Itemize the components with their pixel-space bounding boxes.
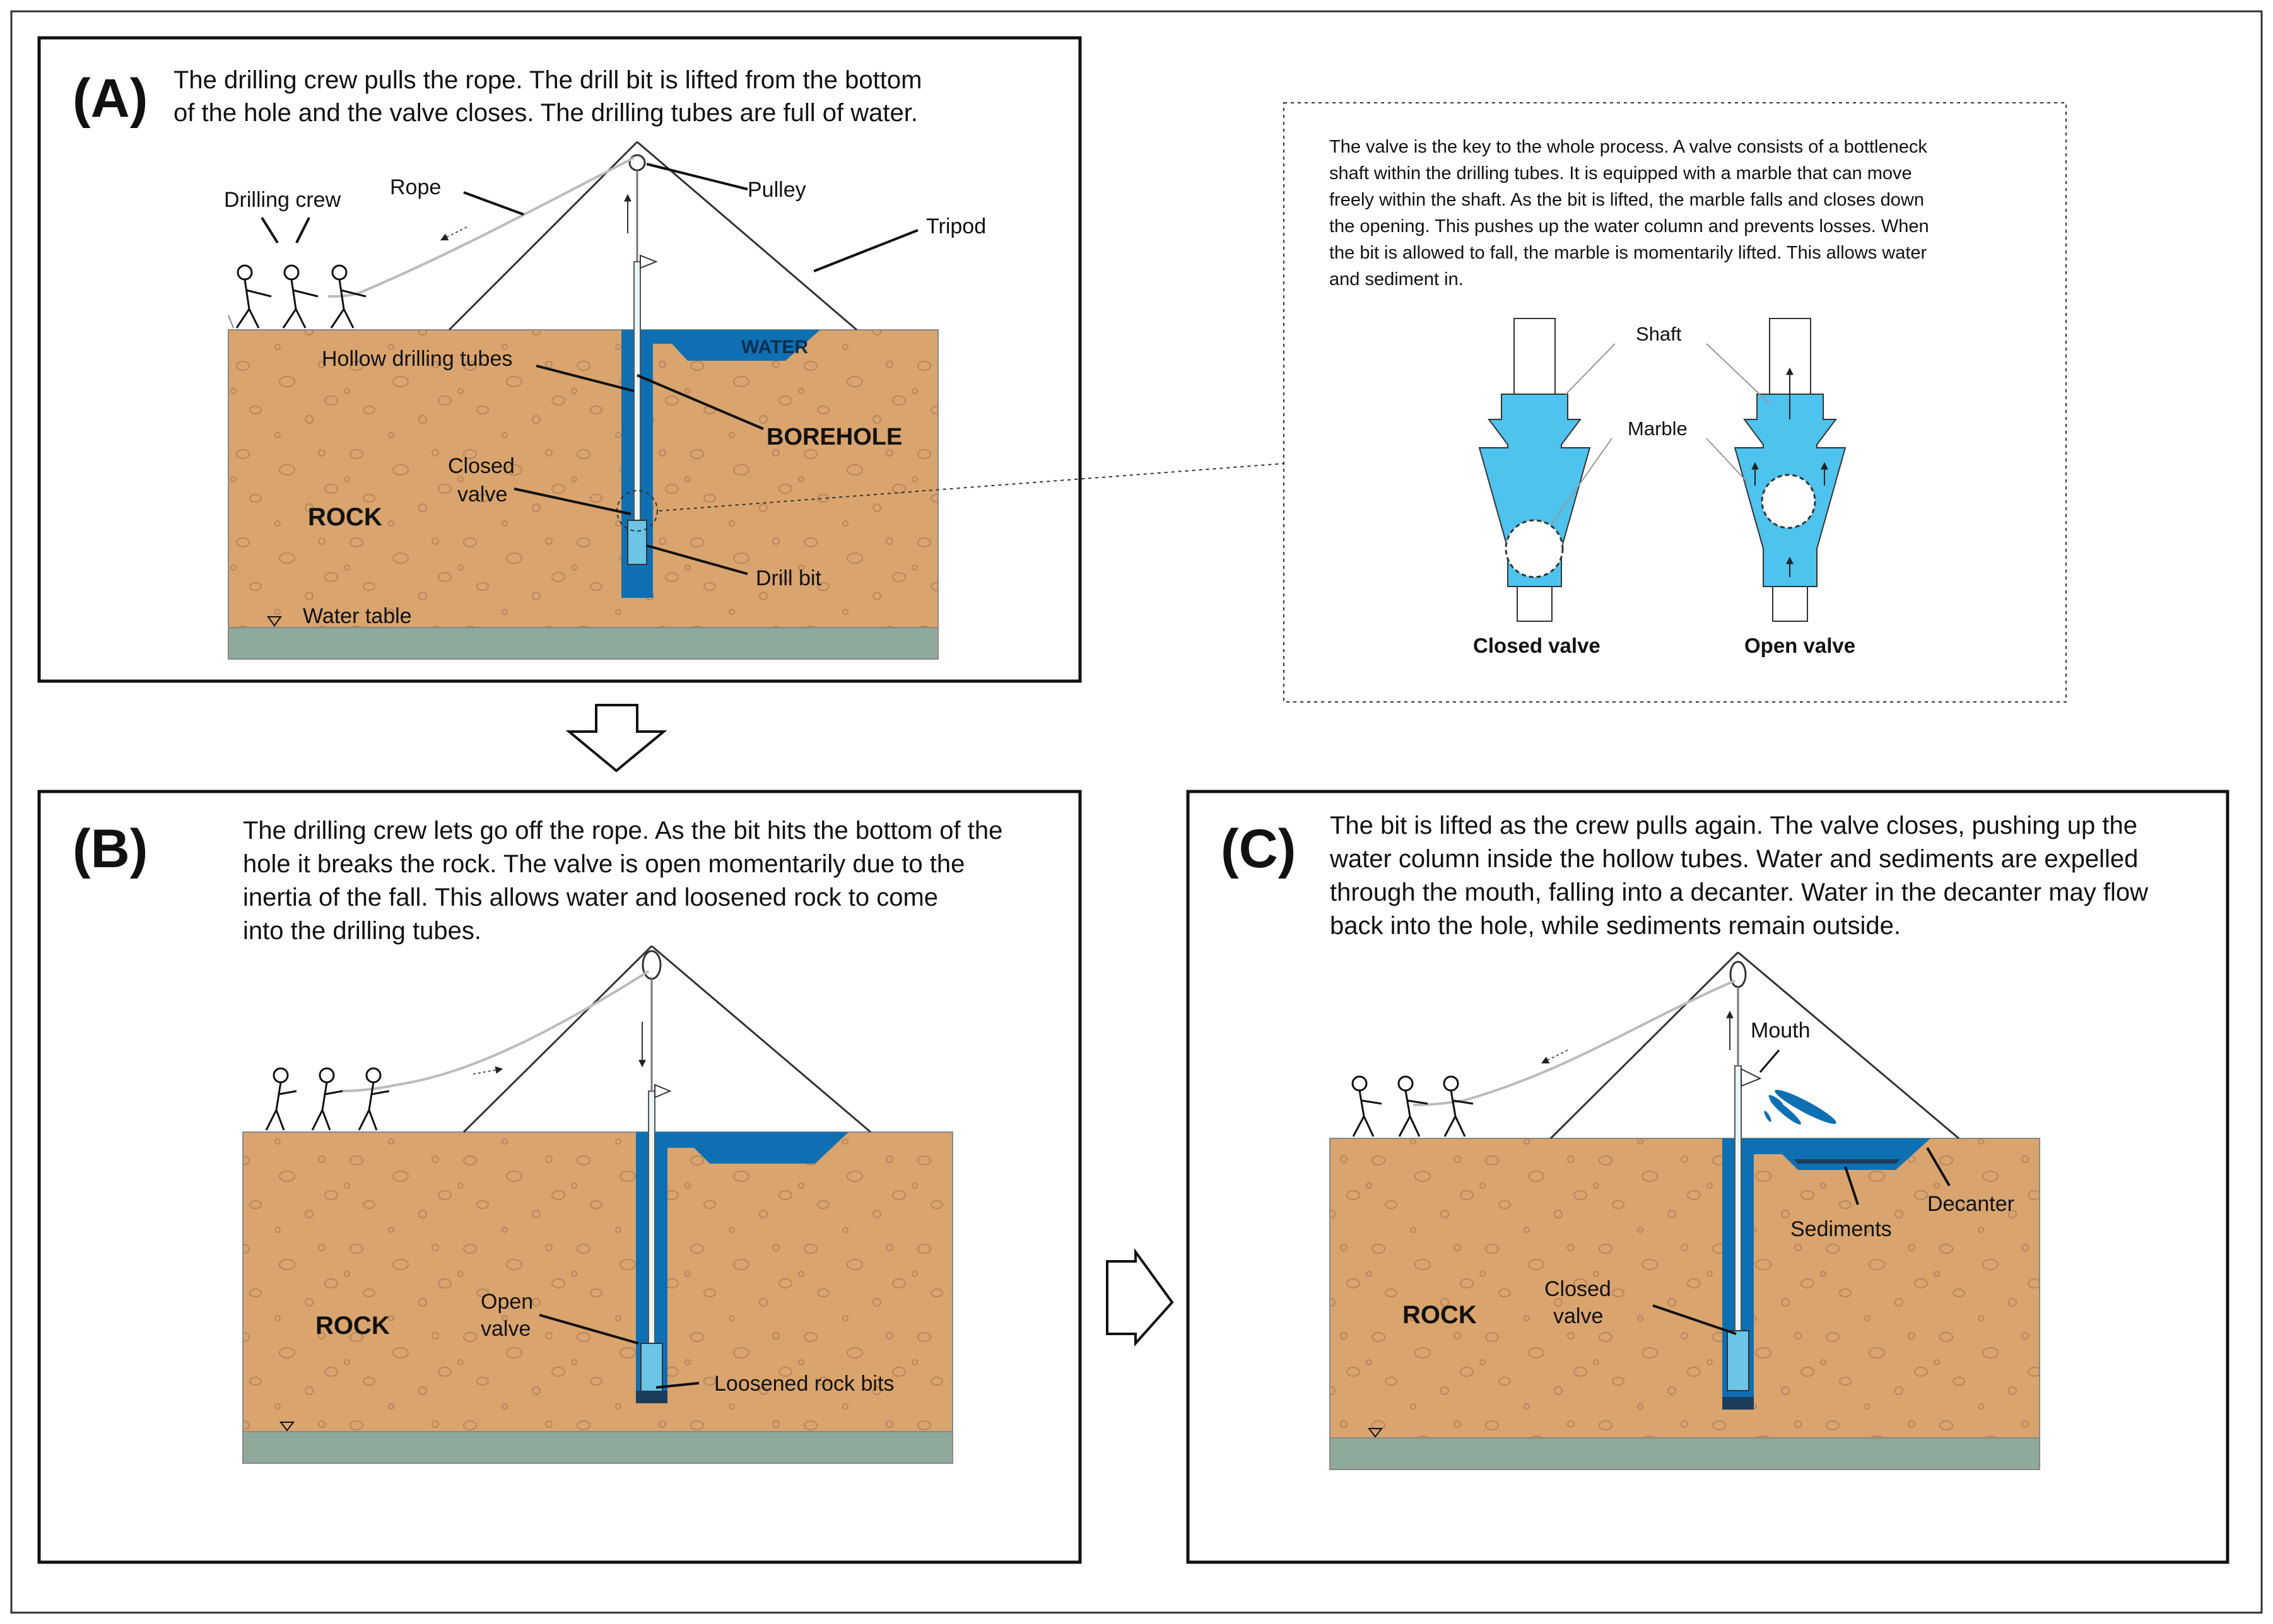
label-open-valve-2: valve: [481, 1317, 531, 1341]
panel-b: (B) The drilling crew lets go off the ro…: [37, 790, 1082, 1564]
valve-text-line-5: the bit is allowed to fall, the marble i…: [1329, 243, 1927, 263]
pulley-c: [1729, 961, 1747, 988]
label-closed-valve-c-2: valve: [1553, 1304, 1603, 1328]
rope-b: [340, 970, 650, 1092]
arrow-b-to-c: [1106, 1247, 1174, 1347]
drilling-tube-a: [633, 261, 641, 552]
pulley-b: [642, 950, 662, 980]
drilling-tube-b: [648, 1090, 655, 1344]
label-drill-bit: Drill bit: [756, 566, 821, 590]
label-shaft: Shaft: [1636, 323, 1682, 345]
label-marble: Marble: [1628, 418, 1688, 440]
label-drilling-crew: Drilling crew: [224, 188, 341, 212]
label-rope: Rope: [390, 175, 441, 199]
panel-b-caption-line1: The drilling crew lets go off the rope. …: [243, 817, 1002, 844]
rock-block-b: [242, 1131, 953, 1432]
valve-text-line-1: The valve is the key to the whole proces…: [1329, 137, 1927, 157]
caption-closed-valve: Closed valve: [1473, 634, 1600, 657]
panel-b-caption-line4: into the drilling tubes.: [243, 917, 481, 945]
panel-a: (A) The drilling crew pulls the rope. Th…: [37, 36, 1082, 683]
valve-text-line-3: freely within the shaft. As the bit is l…: [1329, 190, 1924, 210]
loosened-rock-b: [636, 1391, 667, 1403]
rope-a: [327, 156, 635, 298]
valve-detail-frame: [1283, 102, 2067, 703]
valve-detail: The valve is the key to the whole proces…: [1283, 102, 2067, 703]
label-rock-a: ROCK: [308, 503, 382, 531]
panel-c-frame: [1186, 790, 2229, 1564]
panel-c-caption-line1: The bit is lifted as the crew pulls agai…: [1330, 812, 2137, 839]
panel-b-letter: (B): [73, 819, 148, 879]
rope-c: [1413, 979, 1736, 1106]
drill-bit-b: [640, 1343, 663, 1399]
panel-c: (C) The bit is lifted as the crew pulls …: [1186, 790, 2229, 1564]
panel-c-caption-line3: through the mouth, falling into a decant…: [1330, 879, 2148, 906]
panel-c-letter: (C): [1221, 819, 1296, 879]
label-sediments: Sediments: [1790, 1217, 1892, 1241]
drilling-crew-b: [265, 1067, 390, 1131]
water-table-band-a: [228, 627, 939, 660]
label-open-valve-1: Open: [481, 1290, 533, 1314]
drilling-crew-c: [1351, 1075, 1474, 1137]
label-mouth: Mouth: [1751, 1019, 1811, 1043]
label-rock-c: ROCK: [1402, 1301, 1477, 1329]
water-table-band-b: [242, 1431, 953, 1464]
splash-c: [1764, 1089, 1836, 1125]
detail-connector: [659, 463, 1284, 511]
label-tripod: Tripod: [926, 214, 986, 238]
panel-a-frame: [37, 36, 1082, 683]
label-borehole: BOREHOLE: [766, 424, 902, 450]
label-pulley: Pulley: [748, 178, 806, 202]
open-valve-drawing: [1706, 318, 1847, 622]
label-water-pool: WATER: [741, 337, 808, 358]
drilling-crew-a: [235, 264, 367, 329]
sediments-c: [1794, 1159, 1900, 1164]
label-hollow-tubes: Hollow drilling tubes: [322, 347, 512, 371]
outer-frame: [10, 10, 2263, 1614]
drill-bit-a: [627, 520, 647, 565]
rock-block-c: [1329, 1138, 2040, 1439]
caption-open-valve: Open valve: [1744, 634, 1855, 657]
panel-a-caption-line1: The drilling crew pulls the rope. The dr…: [173, 66, 922, 94]
closed-valve-drawing: [1478, 318, 1616, 622]
drilling-tube-c: [1734, 1065, 1742, 1331]
label-rock-b: ROCK: [315, 1312, 390, 1340]
label-closed-valve-c-1: Closed: [1544, 1277, 1611, 1301]
valve-text-line-4: the opening. This pushes up the water co…: [1329, 216, 1929, 237]
label-loosened-rock: Loosened rock bits: [714, 1372, 894, 1396]
panel-a-caption-line2: of the hole and the valve closes. The dr…: [173, 99, 918, 127]
water-pool-a: [653, 330, 820, 361]
panel-b-caption-line2: hole it breaks the rock. The valve is op…: [243, 850, 965, 878]
valve-text-line-6: and sediment in.: [1329, 269, 1464, 289]
panel-c-caption-line2: water column inside the hollow tubes. Wa…: [1329, 845, 2138, 873]
panel-a-letter: (A): [73, 68, 148, 129]
label-closed-valve-a-2: valve: [457, 482, 507, 506]
label-decanter: Decanter: [1927, 1192, 2014, 1216]
label-closed-valve-a-1: Closed: [448, 454, 515, 478]
panel-b-frame: [37, 790, 1082, 1564]
valve-text-line-2: shaft within the drilling tubes. It is e…: [1329, 163, 1912, 184]
panel-b-caption-line3: inertia of the fall. This allows water a…: [243, 884, 938, 911]
water-table-band-c: [1329, 1437, 2040, 1470]
rock-block-a: [228, 329, 939, 628]
water-pool-b: [667, 1132, 849, 1164]
label-water-table: Water table: [303, 604, 412, 628]
panel-c-caption-line4: back into the hole, while sediments rema…: [1330, 912, 1901, 940]
drill-bit-c: [1727, 1330, 1749, 1391]
arrow-a-to-b: [565, 704, 667, 773]
